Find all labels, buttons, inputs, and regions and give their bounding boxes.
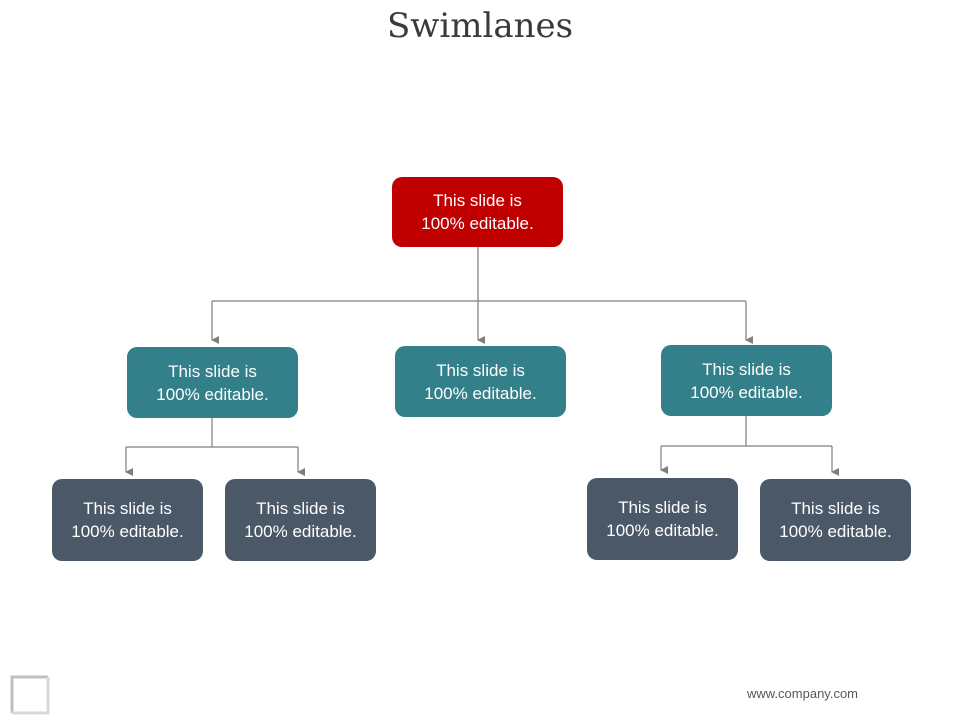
level2-node-center-line1: This slide is — [436, 360, 525, 380]
level2-node-center[interactable]: This slide is 100% editable. — [395, 346, 566, 417]
level2-node-right[interactable]: This slide is 100% editable. — [661, 345, 832, 416]
level3-node-4-line1: This slide is — [791, 499, 880, 518]
level3-node-3[interactable]: This slide is 100% editable. — [587, 478, 738, 560]
page-title: Swimlanes — [386, 6, 574, 46]
root-node-line2: 100% editable. — [421, 214, 534, 233]
level3-node-2-line2: 100% editable. — [244, 522, 357, 541]
level3-node-2[interactable]: This slide is 100% editable. — [225, 479, 376, 561]
level3-node-4-line2: 100% editable. — [779, 522, 892, 541]
footer-url: www.company.com — [746, 686, 858, 701]
level3-node-2-line1: This slide is — [256, 499, 345, 518]
level3-node-4[interactable]: This slide is 100% editable. — [760, 479, 911, 561]
level2-node-left[interactable]: This slide is 100% editable. — [127, 347, 298, 418]
level3-node-3-line2: 100% editable. — [606, 521, 719, 540]
level2-node-center-line2: 100% editable. — [424, 383, 537, 403]
root-node-line1: This slide is — [433, 191, 522, 210]
level2-node-right-line1: This slide is — [702, 359, 791, 379]
corner-bracket-icon — [10, 675, 50, 715]
root-node[interactable]: This slide is 100% editable. — [392, 177, 563, 247]
level2-node-left-line2: 100% editable. — [156, 384, 269, 404]
level3-node-1-line2: 100% editable. — [71, 522, 184, 541]
level3-node-3-line1: This slide is — [618, 498, 707, 517]
level2-node-left-line1: This slide is — [168, 361, 257, 381]
level2-node-right-line2: 100% editable. — [690, 382, 803, 402]
level3-node-1[interactable]: This slide is 100% editable. — [52, 479, 203, 561]
level3-node-1-line1: This slide is — [83, 499, 172, 518]
